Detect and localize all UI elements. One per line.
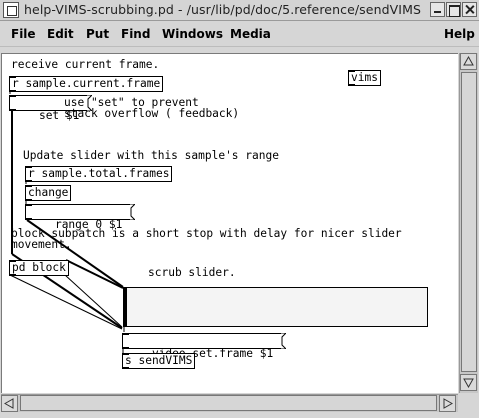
minimize-button[interactable] [430, 2, 445, 17]
slider-knob[interactable] [124, 288, 127, 326]
comment-receive: receive current frame. [11, 58, 160, 71]
object-change[interactable]: change [25, 185, 72, 201]
comment-update-slider: Update slider with this sample's range [23, 149, 279, 162]
object-r-total-frames[interactable]: r sample.total.frames [25, 166, 173, 182]
message-flag [86, 95, 93, 111]
menu-windows[interactable]: Windows [162, 27, 223, 41]
arrow-up-icon [463, 56, 474, 66]
window-icon[interactable] [3, 2, 19, 18]
comment-block: block subpatch is a short stop with dela… [11, 227, 402, 251]
menu-media[interactable]: Media [230, 27, 271, 41]
connection [26, 219, 124, 288]
comment-use-set: use "set" to prevent stack overflow ( fe… [64, 96, 240, 120]
comment-scrub-slider: scrub slider. [148, 266, 236, 279]
message-range-label: range 0 $1 [54, 218, 123, 231]
scrub-slider[interactable] [123, 287, 428, 327]
object-r-current-frame[interactable]: r sample.current.frame [9, 76, 164, 92]
connection [9, 274, 123, 330]
connection [65, 259, 124, 289]
object-s-sendvims[interactable]: s sendVIMS [122, 353, 196, 369]
title-bar: help-VIMS-scrubbing.pd - /usr/lib/pd/doc… [0, 0, 479, 21]
patch-canvas[interactable]: receive current frame. r sample.current.… [1, 53, 458, 393]
scroll-down-button[interactable] [460, 374, 477, 391]
object-pd-block[interactable]: pd block [9, 260, 69, 276]
scroll-up-button[interactable] [460, 53, 477, 70]
arrow-right-icon [443, 398, 453, 409]
close-button[interactable] [462, 2, 477, 17]
connection [64, 274, 123, 328]
arrow-left-icon [4, 398, 14, 409]
object-vims[interactable]: vims [348, 70, 381, 86]
message-flag [280, 333, 287, 349]
menu-bar: File Edit Put Find Windows Media Help [0, 22, 479, 47]
message-set[interactable]: set $1 [9, 95, 93, 122]
vertical-scrollbar[interactable] [459, 53, 478, 393]
horizontal-scrollbar[interactable] [1, 394, 458, 412]
menu-file[interactable]: File [11, 27, 36, 41]
menu-find[interactable]: Find [121, 27, 151, 41]
window-title: help-VIMS-scrubbing.pd - /usr/lib/pd/doc… [24, 2, 421, 17]
menu-help[interactable]: Help [444, 27, 475, 41]
scroll-right-button[interactable] [439, 395, 456, 412]
message-set-label: set $1 [38, 109, 80, 122]
patch-connections [9, 91, 125, 353]
horizontal-scroll-thumb[interactable] [20, 395, 437, 411]
menu-put[interactable]: Put [86, 27, 110, 41]
message-range[interactable]: range 0 $1 [25, 204, 136, 231]
vertical-scroll-thumb[interactable] [461, 72, 477, 372]
scrollbar-corner [459, 394, 478, 412]
arrow-down-icon [463, 378, 474, 388]
menu-edit[interactable]: Edit [47, 27, 74, 41]
maximize-button[interactable] [446, 2, 461, 17]
scroll-left-button[interactable] [1, 395, 18, 412]
message-video-set-frame[interactable]: video.set.frame $1 [122, 333, 287, 360]
message-flag [129, 204, 136, 220]
